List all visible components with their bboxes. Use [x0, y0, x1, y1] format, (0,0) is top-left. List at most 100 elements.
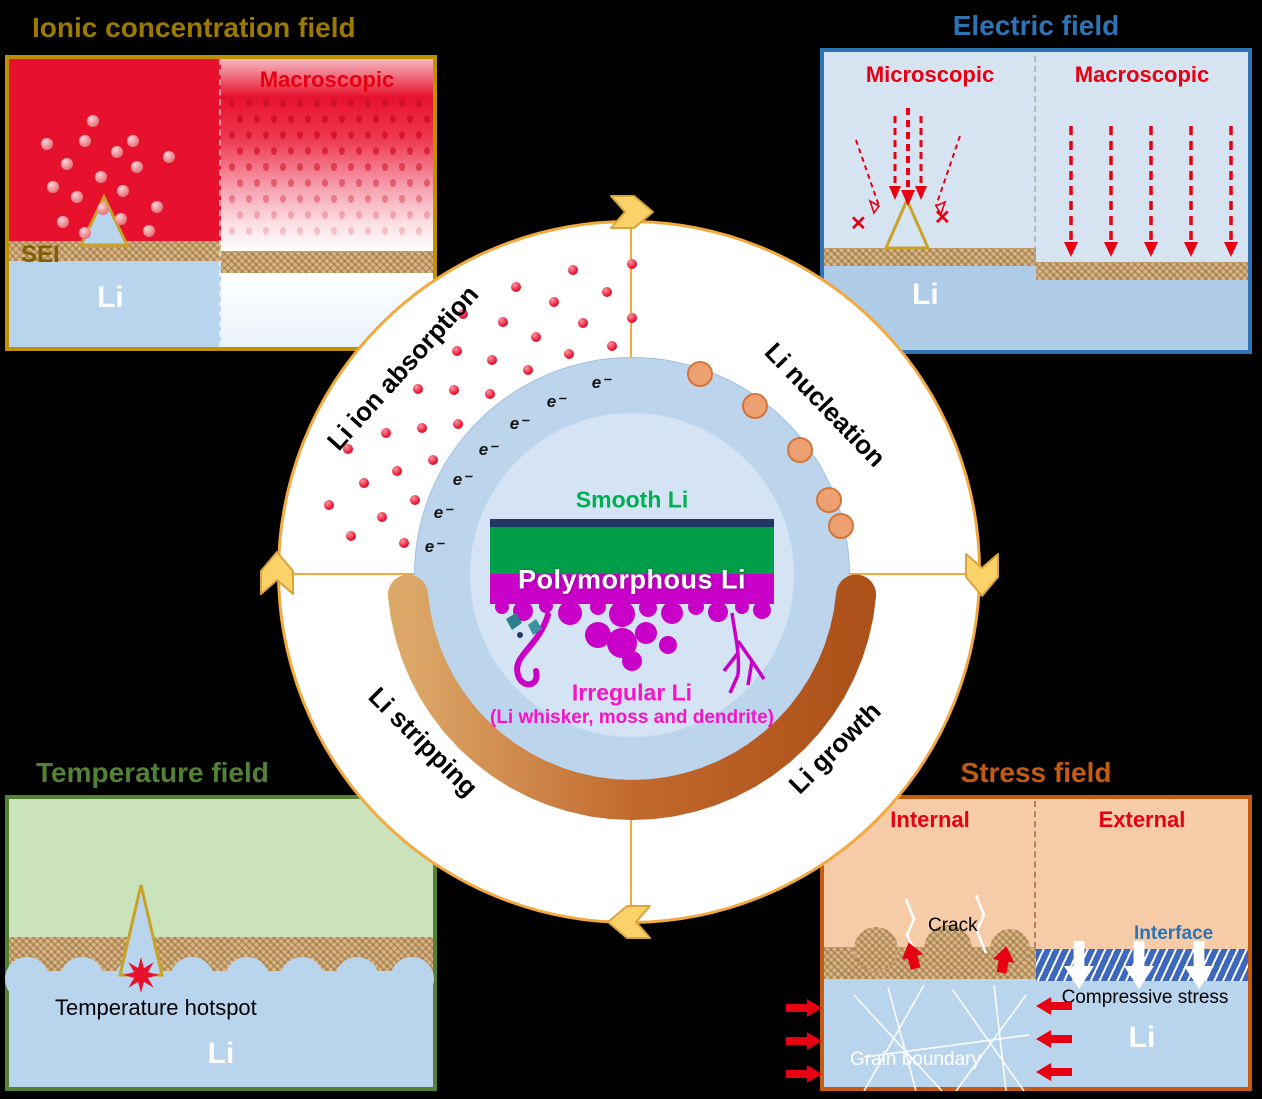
stress-field-panel: Internal External Crack Interface Compre… — [786, 795, 1252, 1092]
cycle-arrow-left-icon — [607, 905, 651, 939]
li-ion-dot — [416, 422, 427, 433]
li-ion-dot — [399, 195, 405, 203]
growth-arc — [387, 574, 877, 820]
li-ion-dot — [348, 195, 354, 203]
li-ion-bubble — [79, 135, 91, 147]
li-ion-dot — [263, 195, 269, 203]
li-ion-dot — [297, 227, 303, 235]
li-ion-dot — [382, 99, 388, 107]
li-ion-dot — [356, 115, 362, 123]
smooth-li-layer — [490, 527, 774, 574]
li-ion-dot — [263, 131, 269, 139]
li-electrode-region — [1036, 280, 1248, 350]
li-ion-dot — [324, 500, 334, 510]
li-ion-bubble — [71, 191, 83, 203]
hotspot-star-icon — [123, 957, 159, 993]
irregular-li-sublabel: (Li whisker, moss and dendrite) — [489, 707, 775, 728]
li-ion-dot — [345, 530, 356, 541]
li-label: Li — [207, 1037, 235, 1070]
li-electrode-region — [9, 261, 221, 347]
li-label: Li — [1128, 1021, 1156, 1054]
ionic-concentration-panel: Macroscopic SEI Li — [5, 55, 437, 351]
electron-label: e⁻ — [424, 537, 444, 556]
li-growth-crescent — [387, 574, 877, 820]
li-ion-dot — [331, 195, 337, 203]
hollow-arrowheads — [868, 199, 947, 216]
electric-field-panel: ✕ ✕ Microscopic Macroscopic Li — [820, 48, 1252, 354]
wave-scallop — [280, 957, 324, 1001]
temperature-field-title: Temperature field — [36, 757, 269, 788]
li-ion-dot — [254, 147, 260, 155]
li-ion-dot — [522, 365, 533, 376]
li-ion-dot — [602, 287, 613, 298]
li-ion-dot — [510, 281, 521, 292]
li-ion-dot — [280, 163, 286, 171]
li-ion-bubble — [131, 161, 143, 173]
li-ion-dot — [305, 115, 311, 123]
li-ion-dot — [342, 443, 353, 454]
li-ion-dot — [331, 227, 337, 235]
li-ion-dot — [263, 163, 269, 171]
li-ion-dot — [365, 195, 371, 203]
electron-label: e⁻ — [433, 503, 453, 522]
li-ion-dot — [416, 131, 422, 139]
arrowheads — [1064, 242, 1238, 257]
li-ion-dot — [416, 227, 422, 235]
li-ion-dot — [271, 115, 277, 123]
li-ion-dot — [530, 331, 541, 342]
li-ion-dot — [348, 131, 354, 139]
li-ion-dot — [229, 227, 235, 235]
li-ion-dot — [271, 179, 277, 187]
li-ion-dot — [390, 147, 396, 155]
li-ion-dot — [297, 163, 303, 171]
li-ion-dot — [280, 131, 286, 139]
li-ion-dot — [288, 179, 294, 187]
electron-label: e⁻ — [452, 470, 472, 489]
li-ion-dot — [498, 317, 509, 327]
li-ion-dot — [487, 354, 497, 365]
spike-shape — [883, 196, 931, 250]
li-ion-dot — [627, 259, 637, 269]
li-ion-dot — [339, 147, 345, 155]
stress-graphics — [853, 894, 1030, 1092]
sei-layer — [221, 251, 433, 273]
wave-scallop — [225, 957, 269, 1001]
li-ion-dot — [237, 211, 243, 219]
li-ion-dot — [607, 340, 617, 351]
li-cycle-diagram: Li ion absorption Li nucleation Li growt… — [277, 220, 982, 925]
temperature-hotspot-label: Temperature hotspot — [55, 995, 257, 1020]
li-ion-dot — [305, 211, 311, 219]
irregular-li-shapes — [495, 599, 771, 694]
li-nucleus — [742, 393, 768, 419]
li-ion-dot — [246, 99, 252, 107]
macroscopic-electrolyte-region — [221, 59, 433, 251]
li-ion-dot — [373, 147, 379, 155]
li-ion-dot — [288, 115, 294, 123]
li-ion-dot — [314, 227, 320, 235]
li-ion-dot — [578, 317, 588, 328]
li-ion-dot — [254, 179, 260, 187]
li-ion-dot — [365, 131, 371, 139]
grain-boundary-label: Grain boundary — [850, 1049, 981, 1070]
li-ion-dot — [322, 115, 328, 123]
panel-divider — [1034, 56, 1036, 262]
li-ion-dot — [271, 211, 277, 219]
li-nucleus — [787, 437, 813, 463]
microscopic-field-lines — [855, 108, 961, 207]
electric-field-arrows: ✕ ✕ — [850, 108, 1238, 257]
li-ion-dot — [246, 131, 252, 139]
li-ion-dot — [416, 195, 422, 203]
hotspot-graphic — [118, 884, 164, 993]
compression-arrow-icon — [786, 999, 822, 1017]
li-ion-dot — [263, 227, 269, 235]
li-ion-dot — [424, 179, 430, 187]
li-ion-bubble — [115, 213, 127, 225]
cycle-arrow-up-icon — [260, 551, 294, 595]
compression-arrow-icon — [786, 1065, 822, 1083]
li-ion-dot — [254, 115, 260, 123]
li-nucleus — [816, 487, 842, 513]
li-ion-dot — [373, 179, 379, 187]
li-ion-bubble — [143, 225, 155, 237]
li-grain-region — [824, 979, 1036, 1087]
li-ion-dot — [407, 211, 413, 219]
